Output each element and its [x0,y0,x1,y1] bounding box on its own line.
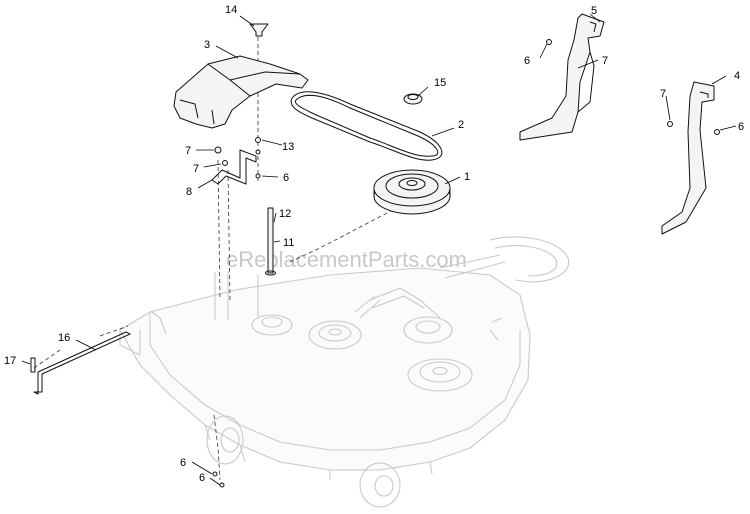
knob-part-14 [249,23,269,37]
mower-deck [119,236,570,508]
watermark-text: eReplacementParts.com [226,247,467,272]
callout-8: 8 [186,186,192,198]
hanger-bracket-part-4 [661,81,715,235]
callout-7d: 7 [660,88,666,100]
callout-1: 1 [464,171,470,183]
callout-16: 16 [58,332,70,344]
callout-6c: 6 [199,472,205,484]
callout-6e: 6 [738,121,744,133]
bracket-part-8 [211,149,257,185]
callout-12: 12 [279,208,291,220]
callout-3: 3 [204,39,210,51]
belt-cover-part-3 [173,55,309,129]
callout-6d: 6 [524,55,530,67]
pulley-part-1 [373,169,451,215]
callout-14: 14 [225,4,237,16]
hub-cap-part-15 [403,93,423,105]
callout-17: 17 [4,355,16,367]
hardware [212,39,720,488]
callout-5: 5 [591,5,597,17]
hanger-bracket-part-5 [519,13,605,141]
callout-2: 2 [458,119,464,131]
rod-part-11 [265,207,276,276]
callout-4: 4 [734,70,740,82]
belt-part-2 [290,91,443,161]
callout-7b: 7 [193,163,199,175]
callouts: 14 3 15 2 13 7 7 8 6 1 12 11 16 17 6 6 5… [4,4,744,484]
callout-11: 11 [283,237,294,249]
callout-15: 15 [434,77,446,89]
callout-7c: 7 [602,55,608,67]
leader-lines [21,13,737,486]
pin-part-17 [30,357,36,373]
callout-6b: 6 [180,457,186,469]
rod-part-16 [33,331,131,395]
callout-7a: 7 [185,145,191,157]
callout-6a: 6 [283,172,289,184]
callout-13: 13 [282,141,294,153]
